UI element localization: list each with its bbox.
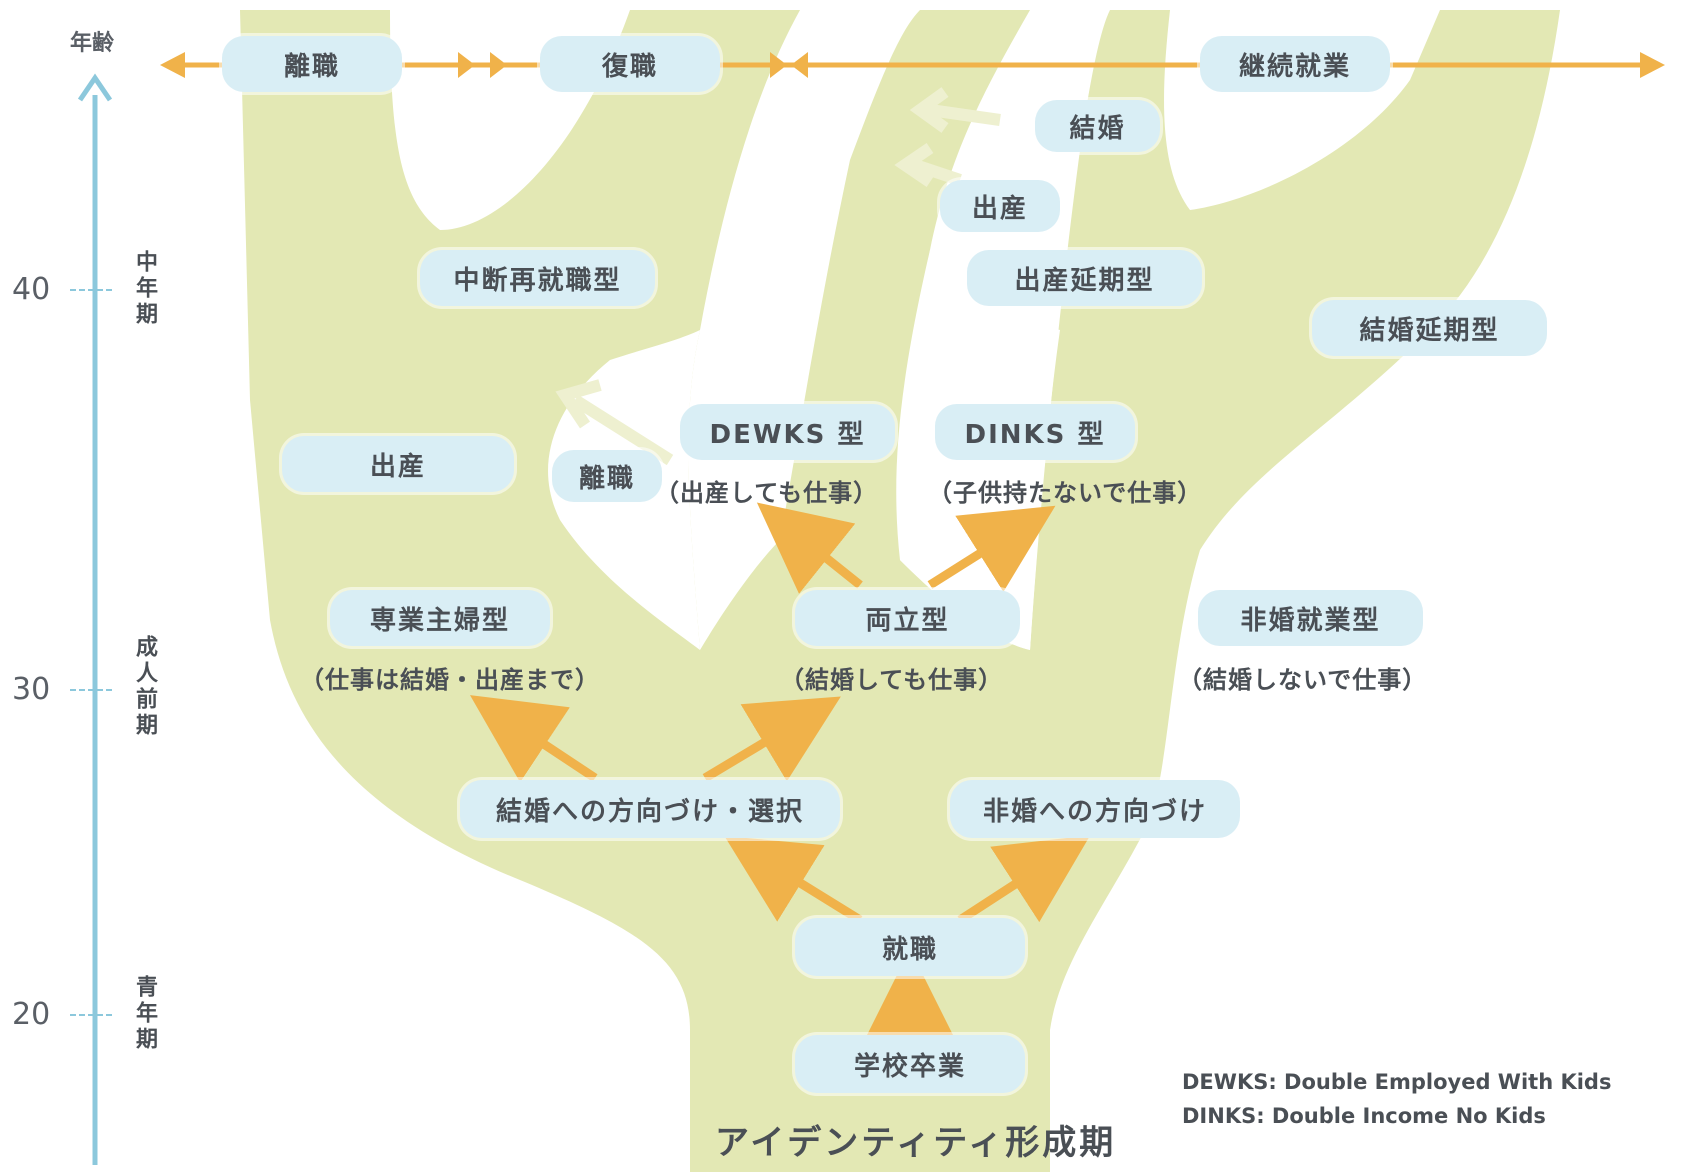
top-timeline-mark-3 — [770, 52, 787, 78]
age-tick-30: 30 — [12, 672, 51, 707]
node-dinks-sub: （子供持たないで仕事） — [928, 479, 1203, 507]
top-timeline-left-head — [160, 52, 185, 78]
arrow-faded-shussan-head — [894, 143, 934, 187]
age-tick-40: 40 — [12, 272, 51, 307]
stage-seijin-zenki: 成人前期 — [132, 635, 157, 739]
age-axis-title: 年齢 — [70, 31, 115, 56]
arrow-shushoku-kekkon — [724, 836, 863, 924]
node-kekkon-hoko: 結婚への方向づけ・選択 — [460, 780, 840, 838]
arrow-faded-shussan — [913, 159, 962, 186]
node-hikon-hoko: 非婚への方向づけ — [950, 780, 1240, 838]
stage-seinenki: 青年期 — [132, 975, 157, 1053]
node-dinks: DINKS 型 — [935, 404, 1135, 460]
arrow-kekkon-ryoritsu — [702, 696, 841, 782]
identity-period-label: アイデンティティ形成期 — [715, 1123, 1117, 1163]
top-timeline-mark-4 — [791, 52, 808, 78]
node-hikon-sub: （結婚しないで仕事） — [1178, 666, 1428, 694]
node-shushoku: 就職 — [795, 918, 1025, 976]
node-dewks-sub: （出産しても仕事） — [655, 479, 879, 507]
node-fukushoku: 復職 — [540, 36, 720, 92]
top-timeline-mark-1 — [458, 52, 475, 78]
node-kekkon: 結婚 — [1035, 100, 1160, 152]
node-rishoku-mid: 離職 — [552, 450, 662, 502]
arrow-kekkon-sengyo — [469, 695, 598, 783]
node-kekkon-enki: 結婚延期型 — [1312, 300, 1547, 356]
arrow-shushoku-hikon — [957, 835, 1091, 924]
node-sengyo: 専業主婦型 — [330, 590, 550, 646]
node-hikon: 非婚就業型 — [1198, 590, 1423, 646]
arrow-faded-rishoku — [571, 394, 674, 466]
node-sotsugyo: 学校卒業 — [795, 1035, 1025, 1093]
stage-chunenki: 中年期 — [132, 250, 157, 328]
arrow-faded-rishoku-head — [555, 379, 602, 429]
node-shussan-enki: 出産延期型 — [967, 250, 1202, 306]
arrow-ryoritsu-dinks — [927, 505, 1056, 592]
node-chudan: 中断再就職型 — [420, 250, 655, 306]
legend-dinks: DINKS: Double Income No Kids — [1182, 1104, 1546, 1128]
top-timeline-mark-2 — [490, 52, 507, 78]
node-dewks: DEWKS 型 — [680, 404, 895, 460]
node-sengyo-sub: （仕事は結婚・出産まで） — [300, 666, 600, 694]
arrow-faded-kekkon-head — [909, 87, 949, 133]
node-rishoku-top: 離職 — [222, 36, 402, 92]
node-shussan-top: 出産 — [940, 180, 1060, 232]
top-timeline-right-head — [1640, 52, 1665, 78]
age-axis-arrowhead — [77, 73, 113, 102]
node-shussan-left: 出産 — [282, 436, 514, 492]
arrow-faded-kekkon — [929, 104, 1001, 126]
arrow-ryoritsu-dewks — [756, 502, 863, 594]
node-ryoritsu: 両立型 — [795, 590, 1020, 646]
node-ryoritsu-sub: （結婚しても仕事） — [780, 666, 1004, 694]
age-tick-20: 20 — [12, 997, 51, 1032]
legend-dewks: DEWKS: Double Employed With Kids — [1182, 1070, 1612, 1094]
node-keizoku: 継続就業 — [1200, 36, 1390, 92]
